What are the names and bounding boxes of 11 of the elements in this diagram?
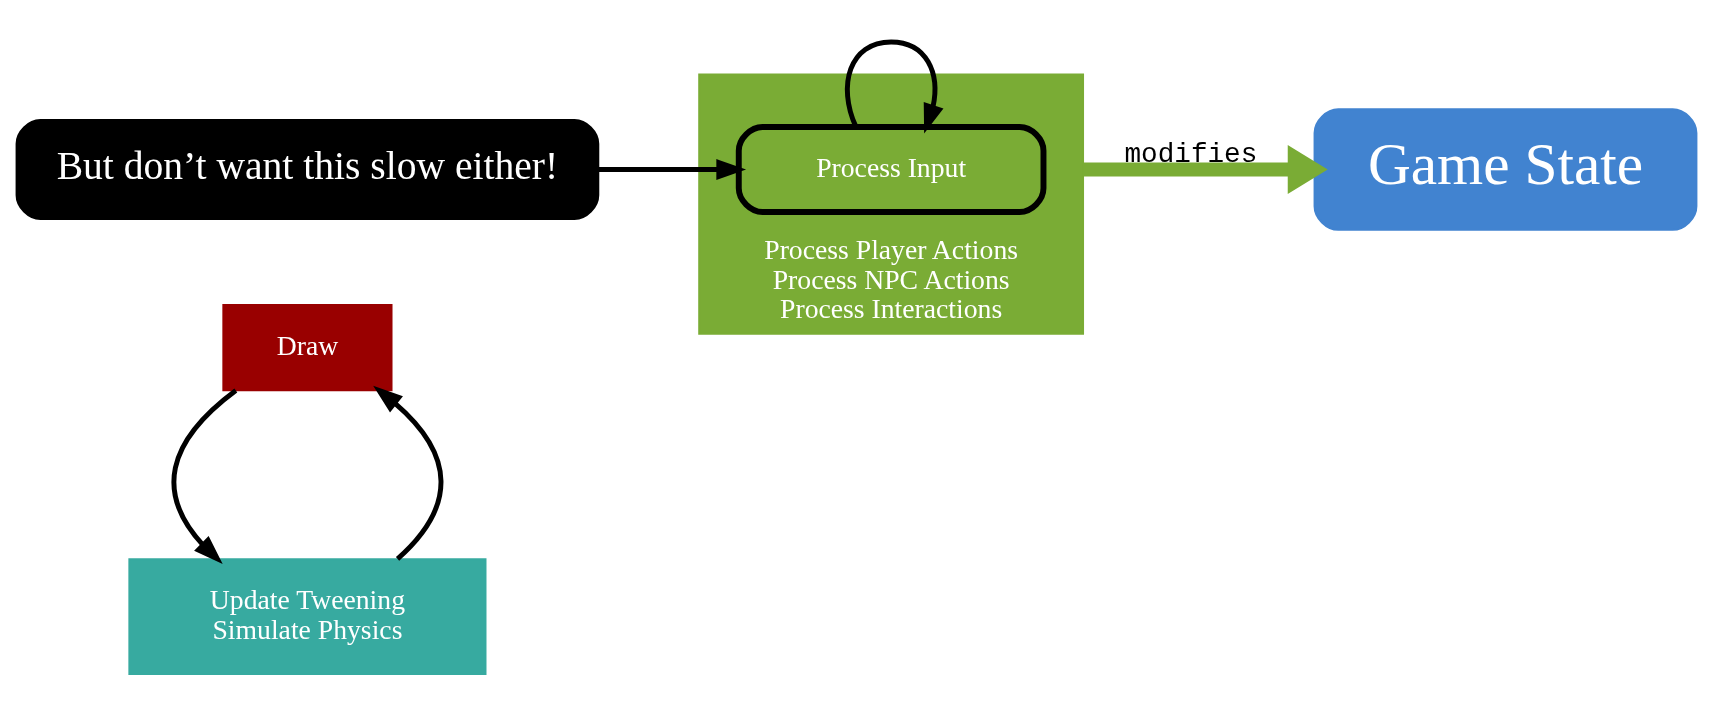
node-box: But don’t want this slow either! — [15, 118, 600, 220]
arrow — [598, 158, 747, 180]
arrow — [171, 388, 238, 564]
arrow — [1083, 144, 1328, 194]
arrow — [845, 38, 944, 133]
arrow — [373, 385, 444, 561]
node-box: Game State — [1313, 107, 1698, 231]
node-box: Process Input — [735, 123, 1047, 215]
node-box: Update Tweening Simulate Physics — [128, 557, 487, 675]
node-box: Draw — [222, 303, 393, 391]
edge-label: modifies — [1124, 138, 1258, 170]
